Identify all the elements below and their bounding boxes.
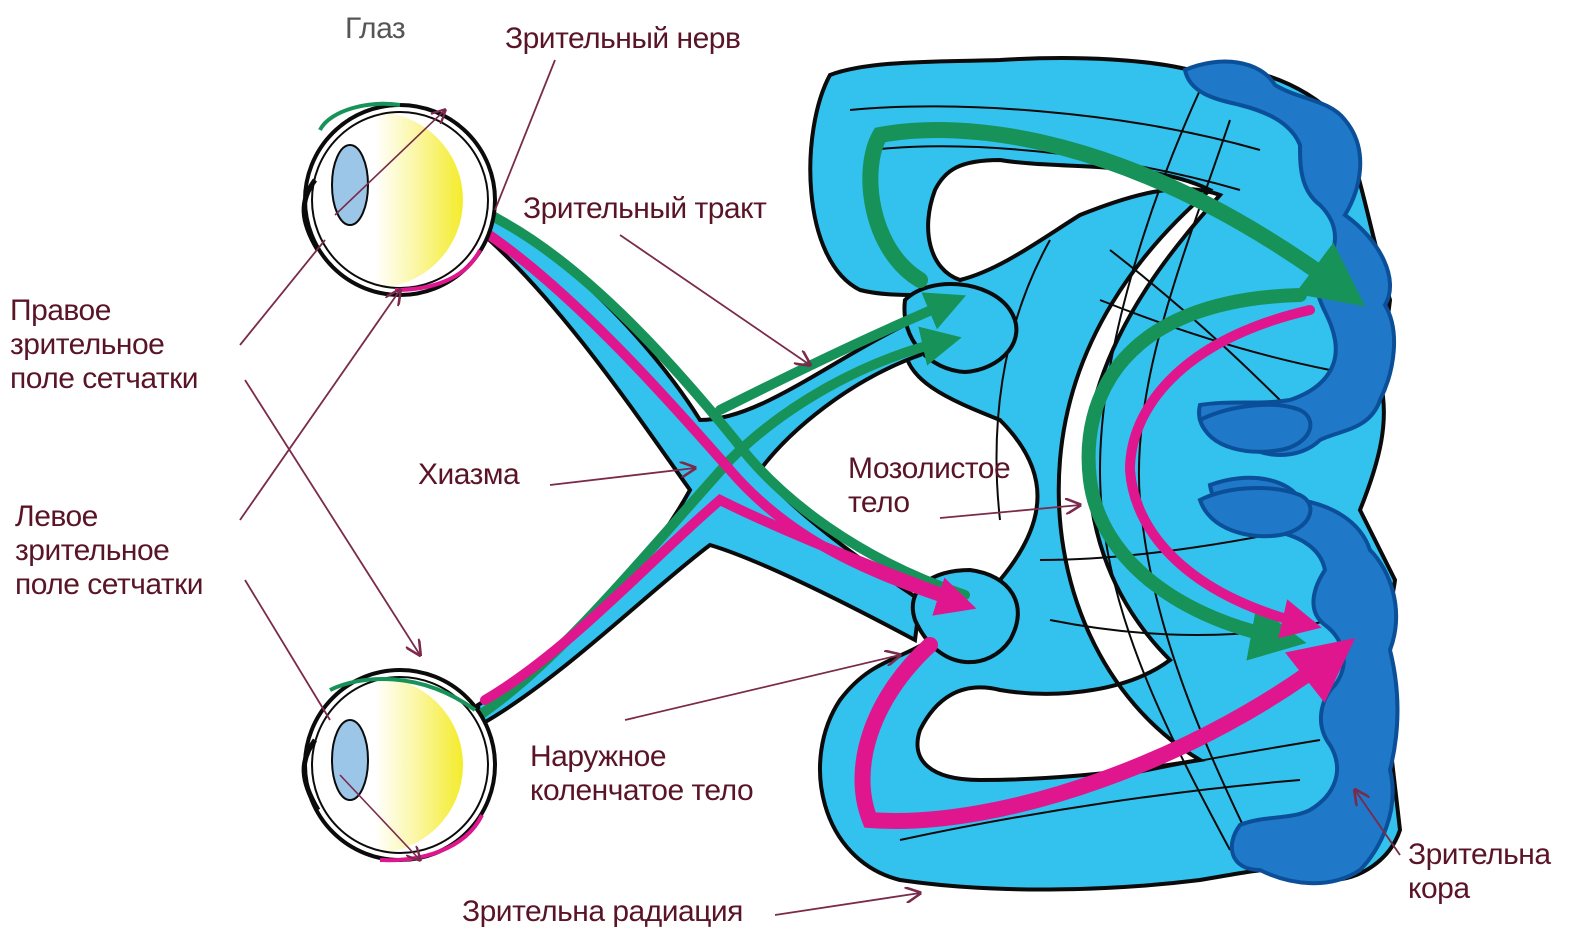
label-right-field-line-3: поле сетчатки [10,362,198,396]
eye-lower [304,670,495,860]
label-eye: Глаз [345,12,405,46]
label-visual-cortex-line-2: кора [1408,872,1551,906]
label-right-field: Правое зрительное поле сетчатки [10,294,198,396]
eye-upper [304,104,495,295]
label-lateral-geniculate: Наружное коленчатое тело [530,740,753,808]
label-optic-nerve: Зрительный нерв [505,22,740,56]
label-left-field-line-1: Левое [15,500,203,534]
label-visual-cortex: Зрительна кора [1408,838,1551,906]
label-corpus-callosum-line-2: тело [848,486,1010,520]
label-corpus-callosum: Мозолистое тело [848,452,1010,520]
label-right-field-line-1: Правое [10,294,198,328]
label-left-field-line-2: зрительное [15,534,203,568]
label-left-field: Левое зрительное поле сетчатки [15,500,203,602]
label-corpus-callosum-line-1: Мозолистое [848,452,1010,486]
label-chiasm: Хиазма [418,458,519,492]
label-visual-cortex-line-1: Зрительна [1408,838,1551,872]
lens-icon-lower [332,720,368,800]
label-optic-tract: Зрительный тракт [523,192,766,226]
label-lateral-geniculate-line-2: коленчатое тело [530,774,753,808]
label-optic-radiation: Зрительна радиация [462,895,743,929]
label-left-field-line-3: поле сетчатки [15,568,203,602]
label-lateral-geniculate-line-1: Наружное [530,740,753,774]
label-right-field-line-2: зрительное [10,328,198,362]
